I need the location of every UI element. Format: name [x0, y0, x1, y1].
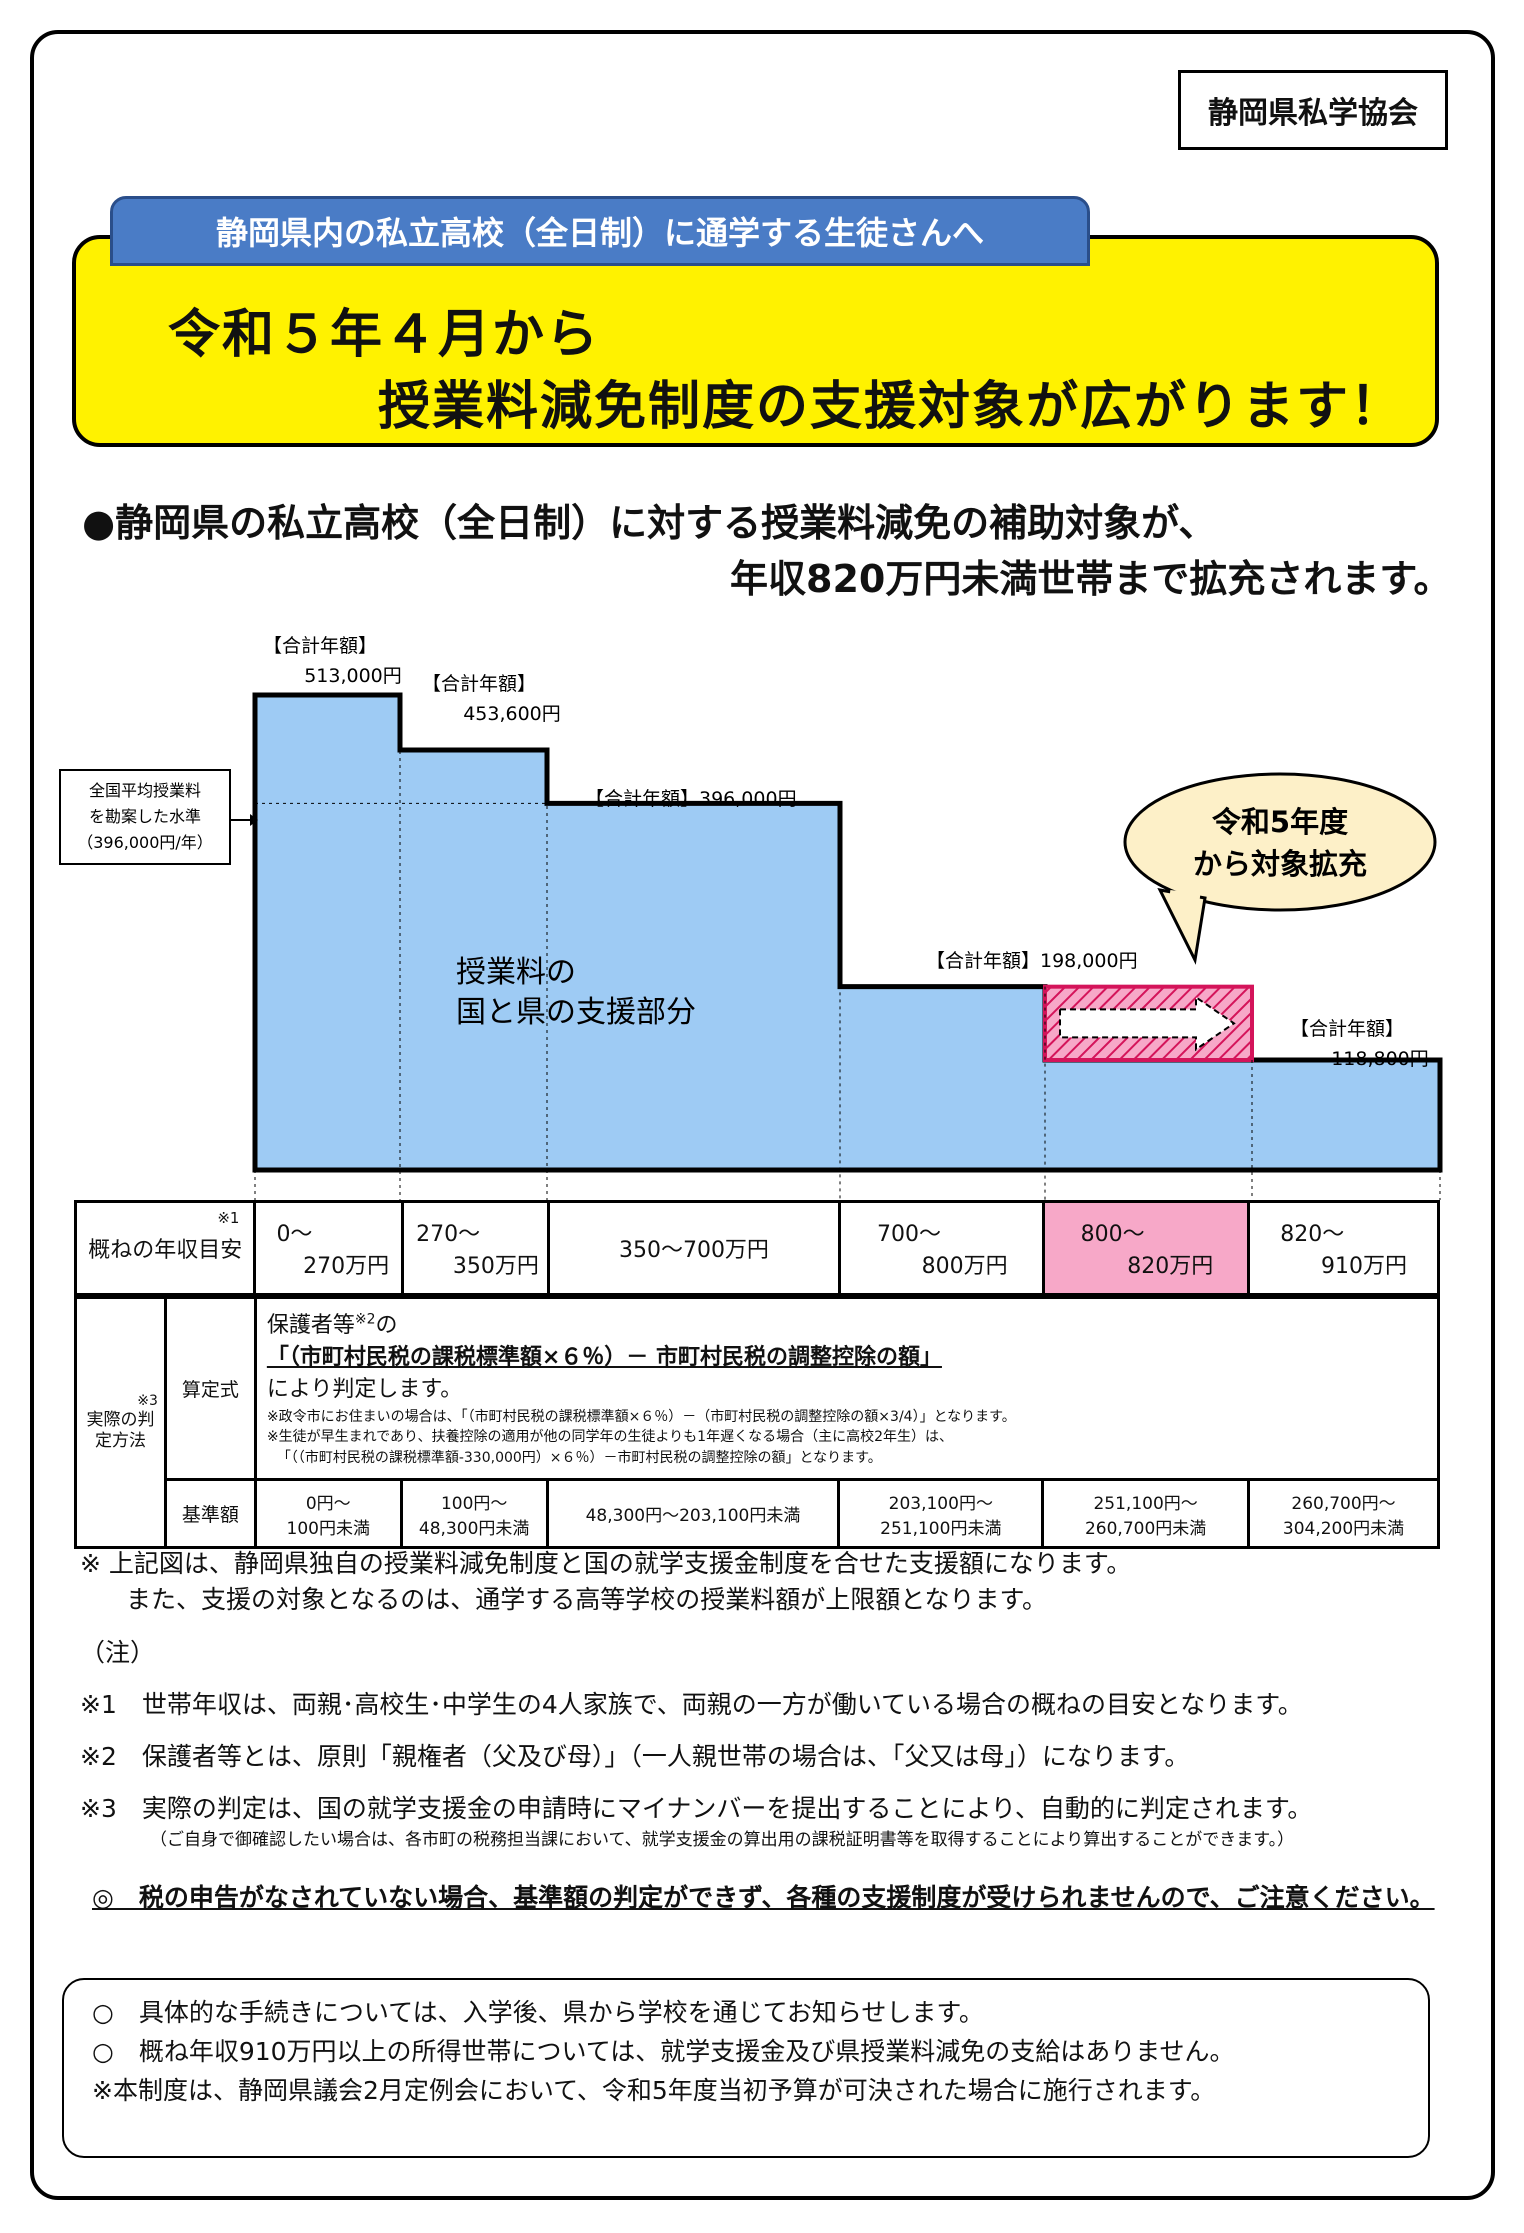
standard-cell-4: 203,100円～251,100円未満 — [837, 1478, 1045, 1549]
standard-cell-1: 0円～100円未満 — [253, 1478, 403, 1549]
headline-banner — [72, 235, 1439, 447]
formula-header: 算定式 — [163, 1296, 257, 1481]
standard-note-line3: （396,000円/年） — [77, 833, 213, 852]
note-3: ※3 実際の判定は、国の就学支援金の申請時にマイナンバーを提出することにより、自… — [80, 1794, 1313, 1824]
total-value: 453,600円 — [463, 703, 561, 725]
total-label: 【合計年額】396,000円 — [585, 788, 797, 810]
method-mark: ※3 — [137, 1392, 158, 1409]
income-cell-1: 0〜270万円 — [253, 1200, 405, 1296]
standard-header: 基準額 — [163, 1478, 257, 1549]
bubble-line1: 令和5年度 — [1212, 805, 1348, 839]
total-header: 【合計年額】 — [263, 635, 377, 657]
income-cell-5: 800〜820万円 — [1041, 1200, 1251, 1296]
method-header-cell: ※3 実際の判定方法 — [74, 1296, 167, 1549]
page-frame — [30, 30, 1495, 2200]
note-2: ※2 保護者等とは、原則「親権者（父及び母）」（一人親世帯の場合は、「父又は母」… — [80, 1742, 1190, 1771]
procedure-line2: ○ 概ね年収910万円以上の所得世帯については、就学支援金及び県授業料減免の支給… — [92, 2036, 1235, 2066]
standard-cell-5: 251,100円～260,700円未満 — [1041, 1478, 1251, 1549]
formula-main: 「（市町村民税の課税標準額×６％）－ 市町村民税の調整控除の額」 — [266, 1345, 942, 1370]
method-table: ※3 実際の判定方法 算定式 保護者等※2の 「（市町村民税の課税標準額×６％）… — [74, 1296, 1441, 1549]
notes-section: ※ 上記図は、静岡県独自の授業料減免制度と国の就学支援金制度を合せた支援額になり… — [80, 1546, 1440, 1852]
income-cell-2: 270〜350万円 — [401, 1200, 550, 1296]
headline-line2: 授業料減免制度の支援対象が広がります！ — [378, 377, 1405, 437]
method-header: 実際の判定方法 — [86, 1410, 155, 1452]
note-figure: ※ 上記図は、静岡県独自の授業料減免制度と国の就学支援金制度を合せた支援額になり… — [80, 1549, 1132, 1578]
total-header: 【合計年額】 — [422, 673, 536, 695]
lead-line1: ●静岡県の私立高校（全日制）に対する授業料減免の補助対象が、 — [82, 501, 1217, 545]
standard-cell-3: 48,300円～203,100円未満 — [545, 1478, 841, 1549]
formula-line1: 保護者等※2の — [266, 1311, 398, 1338]
bubble-line2: から対象拡充 — [1193, 847, 1367, 881]
expansion-arrow-icon — [1059, 995, 1236, 1052]
total-label: 【合計年額】198,000円 — [926, 950, 1138, 972]
bubble-tail — [1157, 888, 1207, 965]
association-name: 静岡県私学協会 — [1178, 70, 1448, 150]
standard-cell-2: 100円～48,300円未満 — [399, 1478, 549, 1549]
standard-cell-6: 260,700円～304,200円未満 — [1247, 1478, 1440, 1549]
standard-arrow-head-icon — [250, 814, 258, 826]
formula-line3: により判定します。 — [266, 1377, 463, 1402]
area-label-line2: 国と県の支援部分 — [456, 995, 696, 1030]
audience-tab: 静岡県内の私立高校（全日制）に通学する生徒さんへ — [110, 196, 1090, 266]
procedure-box: ○ 具体的な手続きについては、入学後、県から学校を通じてお知らせします。 ○ 概… — [62, 1978, 1430, 2158]
note-upper-limit: また、支援の対象となるのは、通学する高等学校の授業料額が上限額となります。 — [126, 1585, 1048, 1615]
support-chart: 【合計年額】513,000円【合計年額】453,600円【合計年額】396,00… — [59, 635, 1443, 1200]
procedure-line1: ○ 具体的な手続きについては、入学後、県から学校を通じてお知らせします。 — [92, 1998, 984, 2027]
note-3-sub: （ご自身で御確認したい場合は、各市町の税務担当課において、就学支援金の算出用の課… — [150, 1829, 1295, 1850]
area-label-line1: 授業料の — [456, 955, 576, 990]
lead-line2: 年収820万円未満世帯まで拡充されます。 — [730, 557, 1452, 601]
note-heading: （注） — [80, 1637, 156, 1667]
income-header-cell: ※1 概ねの年収目安 — [73, 1200, 257, 1296]
procedure-line3: ※本制度は、静岡県議会2月定例会において、令和5年度当初予算が可決された場合に施… — [92, 2075, 1216, 2105]
formula-notes: ※政令市にお住まいの場合は、「（市町村民税の課税標準額×６％）－（市町村民税の調… — [266, 1409, 1016, 1466]
formula-cell: 保護者等※2の 「（市町村民税の課税標準額×６％）－ 市町村民税の調整控除の額」… — [253, 1296, 1441, 1481]
total-header: 【合計年額】 — [1290, 1018, 1404, 1040]
income-header: 概ねの年収目安 — [88, 1238, 243, 1263]
total-value: 118,800円 — [1331, 1048, 1429, 1070]
expansion-bubble — [1123, 772, 1437, 912]
income-cell-3: 350〜700万円 — [546, 1200, 842, 1296]
standard-note-box — [59, 769, 231, 865]
income-table: ※1 概ねの年収目安 0〜270万円 270〜350万円 350〜700万円 7… — [73, 1200, 1440, 1296]
income-cell-4: 700〜800万円 — [838, 1200, 1045, 1296]
standard-note-line2: を勘案した水準 — [89, 807, 201, 826]
total-value: 513,000円 — [304, 665, 402, 687]
note-1: ※1 世帯年収は、両親･高校生･中学生の4人家族で、両親の一方が働いている場合の… — [80, 1689, 1303, 1719]
attention-notice: ◎ 税の申告がなされていない場合、基準額の判定ができず、各種の支援制度が受けられ… — [92, 1883, 1435, 1912]
income-cell-6: 820〜910万円 — [1247, 1200, 1440, 1296]
standard-note-line1: 全国平均授業料 — [89, 781, 201, 800]
support-area — [252, 692, 1443, 1173]
income-mark: ※1 — [217, 1209, 240, 1227]
headline-line1: 令和５年４月から — [168, 305, 601, 365]
